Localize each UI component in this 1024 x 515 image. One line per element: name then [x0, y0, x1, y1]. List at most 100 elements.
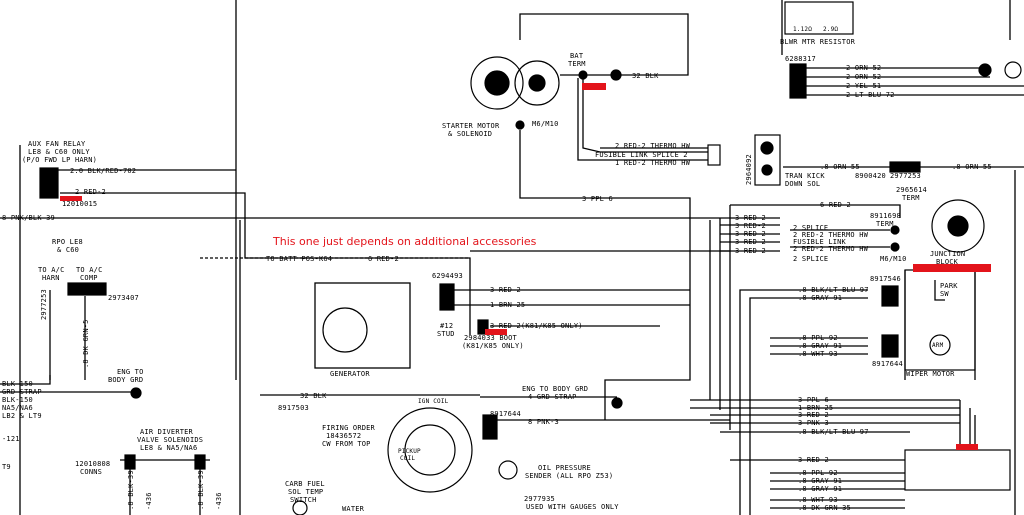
- boot-l2: (K81/K85 ONLY): [462, 342, 524, 350]
- part-8900420: 8900420: [855, 172, 886, 180]
- generator-label: GENERATOR: [330, 370, 370, 378]
- carb-switch: [292, 500, 308, 515]
- r3b: 3 RED-2: [735, 222, 766, 230]
- wiper-label: WIPER MOTOR: [906, 370, 955, 378]
- connector-2964092: [754, 134, 781, 186]
- oil-l1: OIL PRESSURE: [538, 464, 591, 472]
- wire-fusible-left: [582, 78, 708, 153]
- highlight-bulkhead: [956, 444, 978, 450]
- air-div-l2: VALVE SOLENOIDS: [137, 436, 204, 444]
- blk150b: BLK-150: [2, 396, 33, 404]
- gray91b: .8 GRAY-91: [798, 342, 843, 350]
- wire-3ppl6: [519, 130, 691, 420]
- eng-body-grd2: ENG TO BODY GRD: [522, 385, 589, 393]
- aux-fan-relay-l1: AUX FAN RELAY: [28, 140, 86, 148]
- air-div-l1: AIR DIVERTER: [140, 428, 193, 436]
- lb2: LB2 & LT9: [2, 412, 42, 420]
- w436b: -436: [215, 492, 223, 510]
- wire-gray91: [749, 297, 868, 515]
- eng-grd-l1: ENG TO: [117, 368, 144, 376]
- highlight-boot: [485, 329, 507, 335]
- r3a: 3 RED-2: [735, 214, 766, 222]
- t9: T9: [2, 463, 11, 471]
- park-l2: SW: [940, 290, 949, 298]
- to-ac-comp-l1: TO A/C: [76, 266, 103, 274]
- junction-l1: JUNCTION: [930, 250, 966, 258]
- wire-blk150: [0, 375, 51, 385]
- r3e: 3 RED-2: [735, 247, 766, 255]
- ign-coil-connector: [482, 414, 498, 440]
- gray91d: .8 GRAY-91: [798, 485, 843, 493]
- ac-connector: [67, 282, 107, 296]
- part-8911698-l2: TERM: [876, 220, 894, 228]
- to-batt: TO BATT POS-K64: [266, 255, 333, 263]
- boot-l1: 2984033 BOOT: [464, 334, 517, 342]
- red2-thermo-b: 1 RED-2 THERMO HW: [615, 159, 691, 167]
- splice-a: 2 SPLICE: [793, 224, 829, 232]
- tran-kick-l2: DOWN SOL: [785, 180, 821, 188]
- pnk-blk-39: 8 PNK/BLK-39: [2, 214, 55, 222]
- right-top-node: [1004, 61, 1022, 79]
- bulkhead-connector: [904, 449, 1011, 491]
- generator-icon: [322, 307, 368, 353]
- blwr-r1: 1.12Ω: [793, 26, 813, 33]
- wire-fusible-lower: [577, 78, 708, 161]
- ppl92b: .8 PPL-92: [798, 469, 838, 477]
- thermo-c: 2 RED-2 THERMO HW: [793, 231, 869, 239]
- part-8917644b: 8917644: [872, 360, 903, 368]
- fusible-label: FUSIBLE LINK: [793, 238, 846, 246]
- right-mid-node: [978, 63, 992, 77]
- generator-box: [314, 282, 411, 369]
- ppl92: .8 PPL-92: [798, 334, 838, 342]
- eng-ground-1: [130, 387, 142, 399]
- gray91c: .8 GRAY-91: [798, 477, 843, 485]
- wiper-connector-a: [881, 285, 899, 307]
- blwr-r2: 2.9Ω: [823, 26, 839, 33]
- ltblu72: 2 LT BLU-72: [846, 91, 895, 99]
- blk-ltblu97: .8 BLK/LT BLU-97: [798, 286, 869, 294]
- part-8917644: 8917644: [490, 410, 521, 418]
- w32blk-top: 32 BLK: [632, 72, 659, 80]
- tran-kick-l1: TRAN KICK: [785, 172, 825, 180]
- gauges-label: USED WITH GAUGES ONLY: [526, 503, 619, 511]
- red2-aux: 2 RED-2: [75, 188, 106, 196]
- park-l1: PARK: [940, 282, 958, 290]
- blk150: BLK-150: [2, 380, 33, 388]
- w32blk-mid: 32 BLK: [300, 392, 327, 400]
- water-label: WATER: [342, 505, 365, 513]
- bat-term-node2: [610, 69, 622, 81]
- arm-label: ARM: [932, 342, 944, 349]
- wire-blk-ltblu97: [739, 289, 868, 515]
- starter-label: STARTER MOTOR: [442, 122, 500, 130]
- red2-thermo-a: 2 RED-2 THERMO HW: [615, 142, 691, 150]
- to-ac-harn-l1: TO A/C: [38, 266, 65, 274]
- part-8917546: 8917546: [870, 275, 901, 283]
- wht93b: .8 WHT-93: [798, 496, 838, 504]
- ppl6: 3 PPL 6: [582, 195, 613, 203]
- junction-node-a: [890, 225, 900, 235]
- aux-fan-relay-part: 12010015: [62, 200, 98, 208]
- eng-grd-l2: BODY GRD: [108, 376, 144, 384]
- dk-grn: .8 DK GRN-5: [82, 319, 90, 368]
- to-ac-comp-l2: COMP: [80, 274, 98, 282]
- wire-park-sw: [934, 280, 945, 301]
- wiper-connector-b: [881, 334, 899, 358]
- firing-l3: CW FROM TOP: [322, 440, 371, 448]
- thermo-c2: 2 RED-2 THERMO HW: [793, 245, 869, 253]
- aux-fan-relay-l3: (P/O FWD LP HARN): [22, 156, 98, 164]
- carb-l3: SWITCH: [290, 496, 317, 504]
- red2-k81: 3 RED-2(K81/K85 ONLY): [490, 322, 583, 330]
- splice-b: 2 SPLICE: [793, 255, 829, 263]
- bat-term-label-2: TERM: [568, 60, 586, 68]
- highlight-aux-relay: [60, 196, 82, 201]
- fusible-link-splice: [707, 144, 721, 166]
- pickup-coil-l1: PICKUP: [398, 448, 421, 455]
- bat-term-node: [578, 70, 588, 80]
- brn25: 1 BRN-25: [490, 301, 526, 309]
- air-div-conn-b: [194, 454, 206, 470]
- term-2965614-l2: TERM: [902, 194, 920, 202]
- components: [39, 1, 1022, 515]
- rpo-le8-l2: & C60: [57, 246, 80, 254]
- fusible-splice: FUSIBLE LINK SPLICE 2: [595, 151, 688, 159]
